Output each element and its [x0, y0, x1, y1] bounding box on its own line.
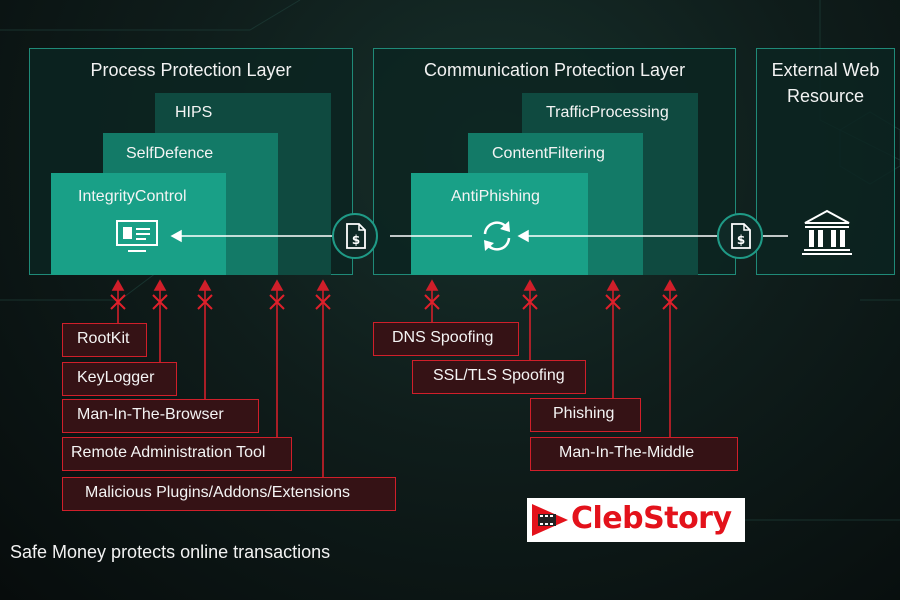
threat-malicious-plugins: Malicious Plugins/Addons/Extensions — [62, 477, 396, 511]
threat-phishing: Phishing — [530, 398, 641, 432]
external-web-resource-title-line1: External Web — [771, 60, 880, 80]
film-play-icon — [532, 504, 568, 536]
monitor-id-icon — [116, 220, 158, 252]
threat-man-in-the-browser: Man-In-The-Browser — [62, 399, 259, 433]
caption: Safe Money protects online transactions — [10, 542, 331, 562]
threat-dns-spoofing: DNS Spoofing — [373, 322, 519, 356]
layer-hips-label: HIPS — [175, 104, 213, 121]
layer-integritycontrol-label: IntegrityControl — [78, 188, 187, 205]
svg-text:$: $ — [352, 233, 360, 247]
threat-keylogger: KeyLogger — [62, 362, 177, 396]
dollar-document-icon: $ — [731, 223, 751, 249]
dollar-document-icon: $ — [346, 223, 366, 249]
threat-rootkit: RootKit — [62, 323, 147, 357]
logo-text: ClebStory — [571, 501, 732, 536]
bank-icon — [802, 209, 852, 255]
layer-integritycontrol: IntegrityControl — [51, 173, 226, 275]
document-circle-right: $ — [717, 213, 763, 259]
threat-remote-administration-tool: Remote Administration Tool — [62, 437, 292, 471]
layer-antiphishing-label: AntiPhishing — [451, 188, 540, 205]
red-x-icon — [110, 294, 678, 310]
layer-selfdefence-label: SelfDefence — [126, 145, 214, 162]
threat-man-in-the-middle: Man-In-The-Middle — [530, 437, 738, 471]
layer-trafficprocessing-label: TrafficProcessing — [546, 104, 669, 121]
threat-ssl-tls-spoofing: SSL/TLS Spoofing — [412, 360, 586, 394]
communication-protection-title: Communication Protection Layer — [423, 60, 686, 80]
layer-antiphishing: AntiPhishing — [411, 173, 588, 275]
external-web-resource-title-line2: Resource — [786, 86, 865, 106]
svg-text:$: $ — [737, 233, 745, 247]
refresh-icon — [483, 221, 511, 251]
clebstory-logo: ClebStory — [527, 498, 745, 542]
layer-contentfiltering-label: ContentFiltering — [492, 145, 605, 162]
process-protection-title: Process Protection Layer — [90, 60, 292, 80]
document-circle-left: $ — [332, 213, 378, 259]
external-web-resource-panel: External Web Resource — [756, 48, 895, 275]
